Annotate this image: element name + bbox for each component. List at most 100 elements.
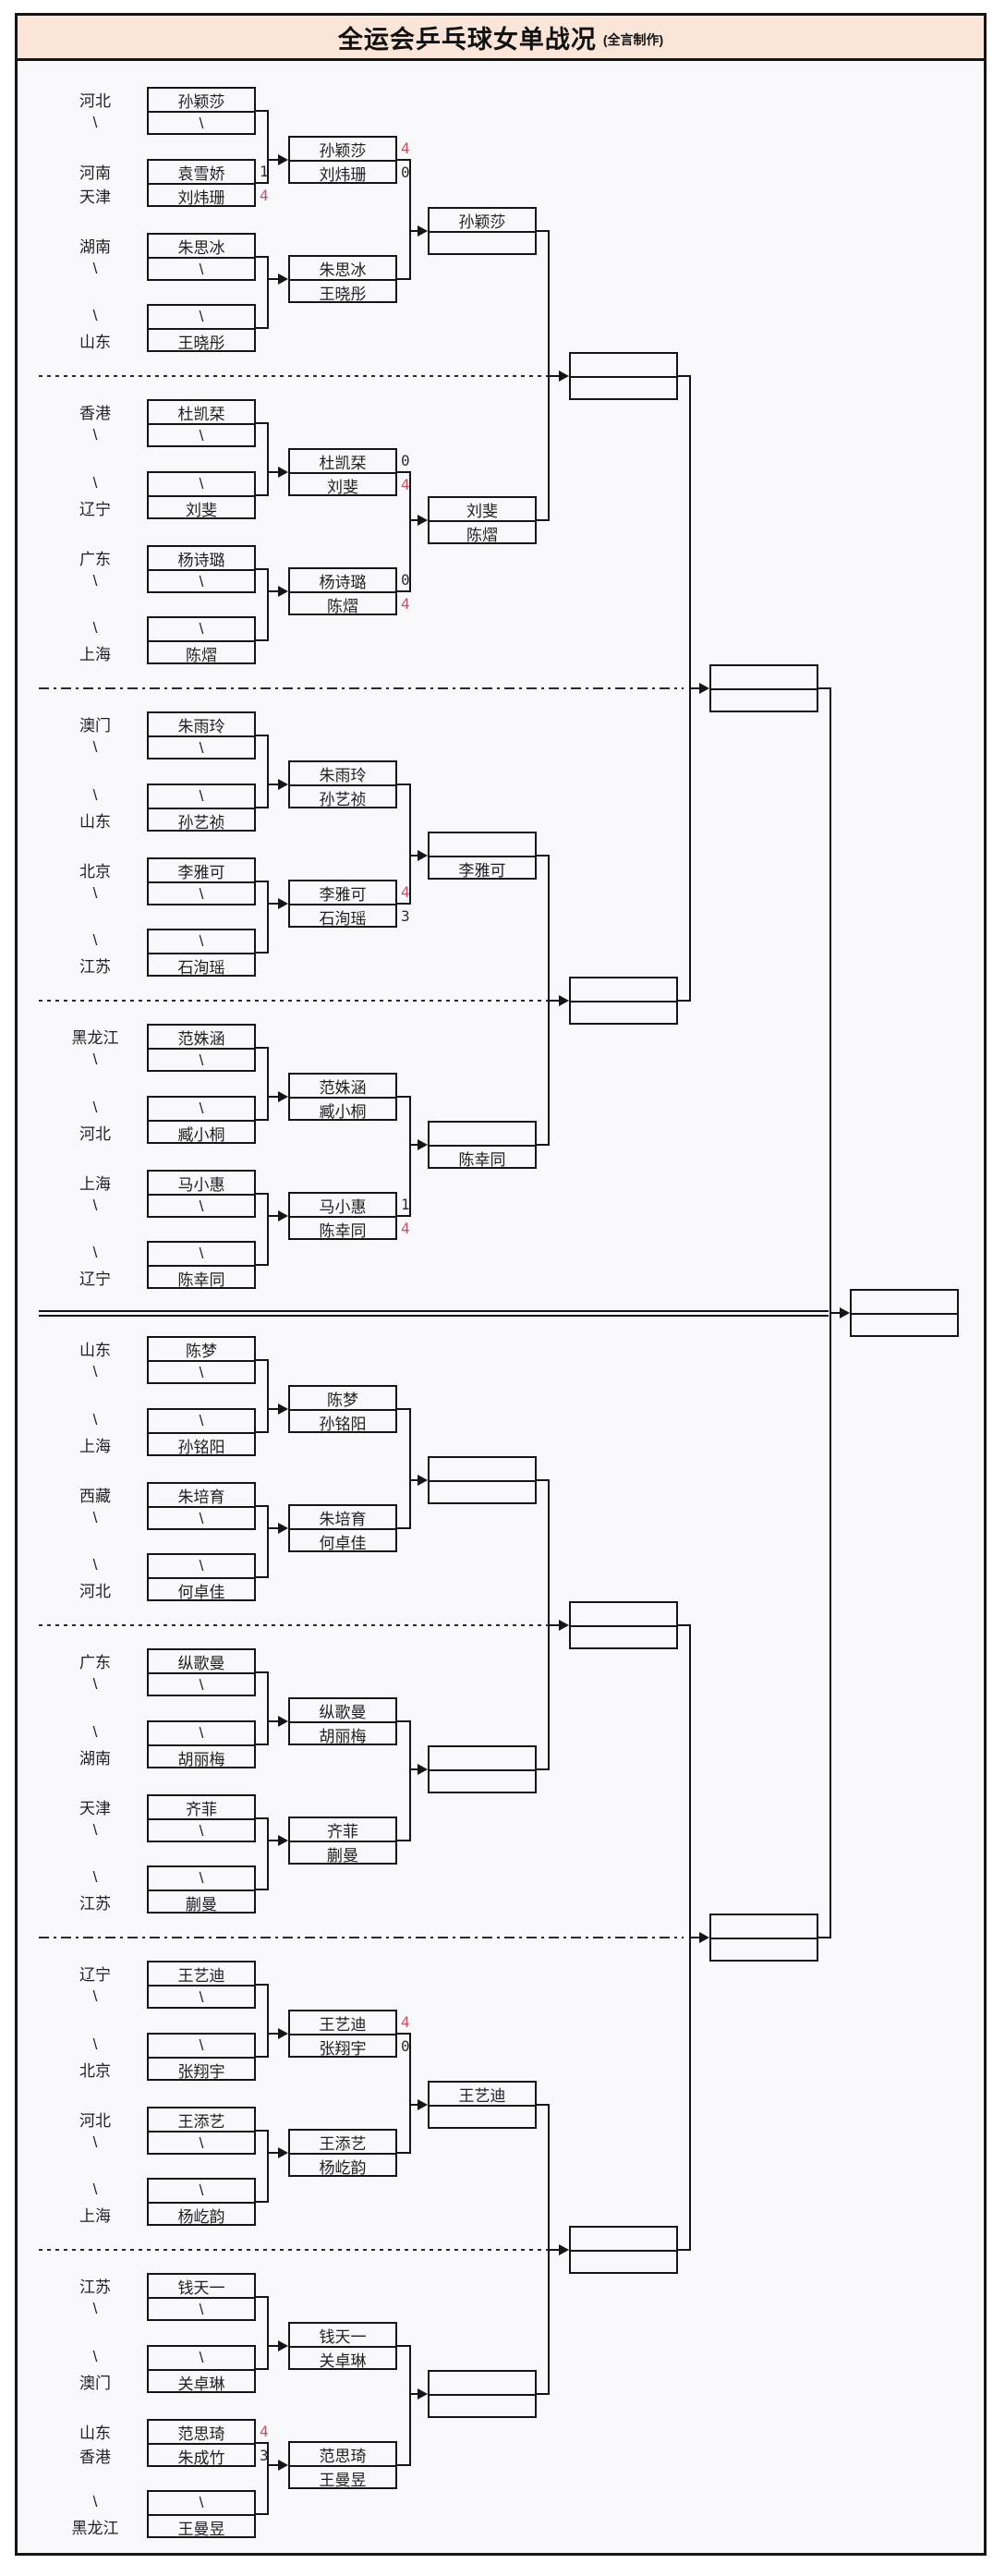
connector-line [254, 2201, 269, 2203]
player-row: 臧小桐 [290, 1099, 395, 1121]
player-row: 范思琦 [149, 2421, 254, 2445]
player-row: \ [149, 1722, 254, 1746]
province-label: 山东 [79, 2424, 111, 2442]
connector-line [409, 1144, 420, 1146]
arrow-right-icon [278, 2460, 288, 2471]
province-label: 香港 [79, 2448, 111, 2466]
bye-mark: \ [199, 1676, 204, 1694]
player-row: \ [149, 2180, 254, 2204]
connector-line [689, 687, 702, 689]
connector-line [254, 2368, 269, 2370]
match-box-r16: 刘斐陈熠 [428, 496, 537, 544]
connector-line [267, 256, 269, 329]
connector-line [395, 278, 411, 280]
connector-line [267, 1193, 269, 1266]
player-name: 马小惠 [319, 1197, 367, 1216]
bye-mark: \ [199, 115, 204, 132]
connector-line [548, 1624, 562, 1626]
player-row: 范姝涵 [149, 1026, 254, 1050]
arrow-right-icon [418, 2099, 428, 2110]
player-row: 王艺迪 [430, 2083, 535, 2107]
connector-line [535, 1479, 550, 1481]
arrow-right-icon [699, 683, 709, 694]
player-name: 关卓琳 [319, 2351, 367, 2370]
match-box-r1: 李雅可\ [147, 857, 256, 905]
bye-mark: \ [199, 475, 204, 492]
player-row: \ [149, 930, 254, 954]
province-label: 澳门 [79, 716, 111, 735]
connector-line [267, 278, 281, 280]
player-name: 纵歌曼 [319, 1703, 367, 1721]
match-box-r1: \王晓彤 [147, 304, 256, 352]
province-label: 湖南 [79, 237, 111, 256]
connector-line [535, 1144, 550, 1146]
player-name: 蒯曼 [186, 1895, 217, 1914]
match-box-r1: 朱雨玲\ [147, 711, 256, 759]
player-name: 张翔宇 [319, 2039, 367, 2058]
bye-label: \ [92, 307, 98, 324]
bye-mark: \ [199, 2349, 204, 2366]
player-row: 朱培育 [149, 1484, 254, 1508]
player-row [430, 833, 535, 857]
connector-line [254, 1817, 269, 1819]
player-name: 朱思冰 [177, 238, 225, 257]
bye-mark: \ [199, 885, 204, 903]
player-row [430, 1771, 535, 1793]
province-label: 江苏 [79, 1894, 111, 1913]
arrow-right-icon [278, 467, 288, 478]
player-row: 齐菲 [290, 1818, 395, 1842]
connector-line [267, 2152, 281, 2154]
bye-mark: \ [199, 1245, 204, 1262]
player-name: 钱天一 [177, 2278, 225, 2297]
player-name: 孙颖莎 [177, 92, 225, 111]
match-box-r1: 袁雪娇刘炜珊 [147, 159, 256, 207]
bye-label: \ [92, 474, 98, 492]
match-box-r2: 朱思冰王晓彤 [288, 255, 397, 303]
connector-line [409, 2345, 411, 2466]
player-row: 孙颖莎 [430, 209, 535, 233]
match-box-r1: 陈梦\ [147, 1336, 256, 1384]
player-name: 王艺迪 [458, 2086, 506, 2105]
player-row: 钱天一 [290, 2324, 395, 2348]
connector-line [267, 1984, 269, 2058]
player-row [430, 2107, 535, 2129]
player-name: 陈幸同 [319, 1221, 367, 1240]
arrow-right-icon [418, 1139, 428, 1150]
connector-line [254, 422, 269, 424]
connector-line [409, 471, 411, 592]
bye-label: \ [92, 1051, 98, 1068]
player-row: \ [149, 2035, 254, 2059]
connector-line [267, 2130, 269, 2203]
player-row: 王艺迪 [290, 2011, 395, 2035]
arrow-right-icon [278, 273, 288, 285]
player-row: 臧小桐 [149, 1122, 254, 1144]
player-name: 杨诗璐 [177, 551, 225, 569]
connector-line [676, 1000, 691, 1002]
score-label: 0 [401, 2036, 410, 2055]
player-row: 王晓彤 [149, 330, 254, 352]
match-box-r2: 杨诗璐陈熠 [288, 567, 397, 615]
connector-line [254, 1671, 269, 1673]
connector-line [254, 182, 269, 184]
connector-line [267, 590, 281, 592]
score-label: 4 [401, 139, 410, 157]
bye-mark: \ [199, 2036, 204, 2054]
player-name: 胡丽梅 [319, 1727, 367, 1745]
match-box-r2: 钱天一关卓琳 [288, 2322, 397, 2370]
player-row: \ [149, 571, 254, 593]
player-name: 石洵瑶 [177, 958, 225, 977]
player-row: \ [149, 883, 254, 905]
province-label: 黑龙江 [71, 2519, 119, 2537]
bye-mark: \ [199, 1822, 204, 1840]
player-name: 范思琦 [319, 2447, 367, 2465]
bye-mark: \ [199, 1510, 204, 1527]
bye-label: \ [92, 884, 98, 902]
match-box-r1: 钱天一\ [147, 2273, 256, 2321]
bye-label: \ [92, 1099, 98, 1116]
connector-line [395, 1840, 411, 1841]
player-name: 关卓琳 [177, 2375, 225, 2393]
player-row [852, 1291, 957, 1315]
player-name: 杜凯栞 [177, 405, 225, 423]
player-row: 关卓琳 [149, 2371, 254, 2393]
player-row: \ [149, 1508, 254, 1530]
